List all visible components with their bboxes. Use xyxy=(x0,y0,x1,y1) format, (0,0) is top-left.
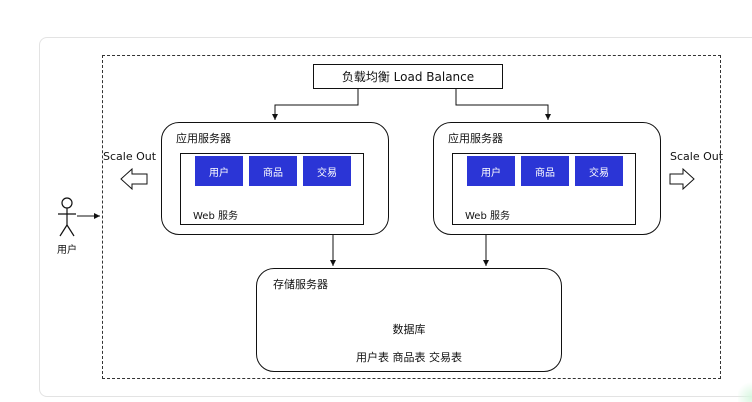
app-server-title: 应用服务器 xyxy=(448,132,503,145)
module-product: 商品 xyxy=(249,156,297,186)
scale-out-right-arrow-icon xyxy=(669,167,695,191)
database-label: 数据库 xyxy=(392,323,426,336)
app-server-left: 应用服务器 用户 商品 交易 Web 服务 xyxy=(161,122,389,235)
web-service-label: Web 服务 xyxy=(465,211,510,222)
user-figure-icon xyxy=(58,197,76,237)
lb-to-server-left-line xyxy=(272,89,359,120)
module-trade: 交易 xyxy=(303,156,351,186)
module-user: 用户 xyxy=(195,156,243,186)
corner-glow xyxy=(738,380,752,402)
system-boundary xyxy=(102,55,721,379)
storage-server: 存储服务器 数据库 用户表 商品表 交易表 xyxy=(256,268,562,372)
scale-out-left-label: Scale Out xyxy=(103,150,157,163)
module-user: 用户 xyxy=(467,156,515,186)
module-trade: 交易 xyxy=(575,156,623,186)
load-balancer: 负载均衡 Load Balance xyxy=(313,64,503,89)
lb-to-server-right-line xyxy=(455,89,551,120)
storage-server-title: 存储服务器 xyxy=(273,278,328,291)
tables-label: 用户表 商品表 交易表 xyxy=(356,351,462,364)
scale-out-left-arrow-icon xyxy=(120,167,148,191)
load-balancer-label: 负载均衡 Load Balance xyxy=(341,70,475,84)
scale-out-right-label: Scale Out xyxy=(670,150,724,163)
web-service-panel: 用户 商品 交易 Web 服务 xyxy=(180,153,364,225)
app-server-right: 应用服务器 用户 商品 交易 Web 服务 xyxy=(433,122,661,235)
web-service-panel: 用户 商品 交易 Web 服务 xyxy=(452,153,636,225)
module-product: 商品 xyxy=(521,156,569,186)
user-label: 用户 xyxy=(57,245,77,256)
app-server-title: 应用服务器 xyxy=(176,132,231,145)
web-service-label: Web 服务 xyxy=(193,211,238,222)
